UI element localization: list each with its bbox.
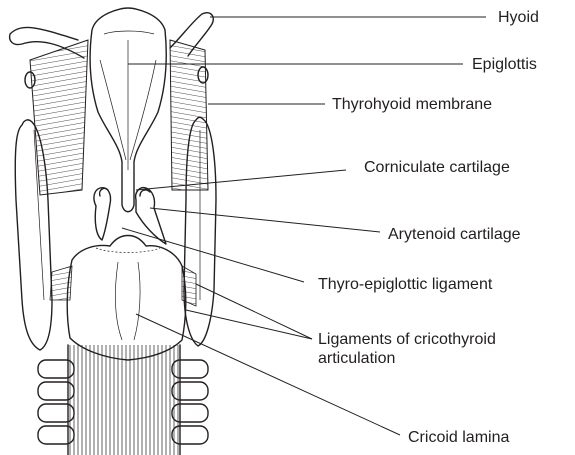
label-hyoid: Hyoid [498, 8, 539, 27]
cricoid-lamina-shape [67, 236, 186, 361]
label-thyro-epiglottic-ligament: Thyro-epiglottic ligament [318, 275, 492, 294]
trachea-shape [38, 345, 208, 455]
thyro-epiglottic-leader [122, 228, 304, 282]
thyrohyoid-membrane-shape [30, 40, 208, 195]
label-cricoid-lamina: Cricoid lamina [408, 428, 509, 447]
label-corniculate-cartilage: Corniculate cartilage [364, 158, 510, 177]
label-ligaments-line1: Ligaments of cricothyroid [318, 330, 496, 349]
ligaments-leader-lower [186, 310, 312, 339]
label-arytenoid-cartilage: Arytenoid cartilage [388, 225, 521, 244]
epiglottis-shape [90, 8, 166, 212]
corniculate-leader [136, 170, 346, 190]
label-epiglottis: Epiglottis [472, 55, 537, 74]
label-ligaments-line2: articulation [318, 349, 395, 368]
label-thyrohyoid-membrane: Thyrohyoid membrane [332, 95, 492, 114]
cricothyroid-ligaments-shape [50, 266, 196, 306]
ligaments-leader-upper [196, 284, 312, 339]
arytenoid-leader [150, 208, 380, 232]
